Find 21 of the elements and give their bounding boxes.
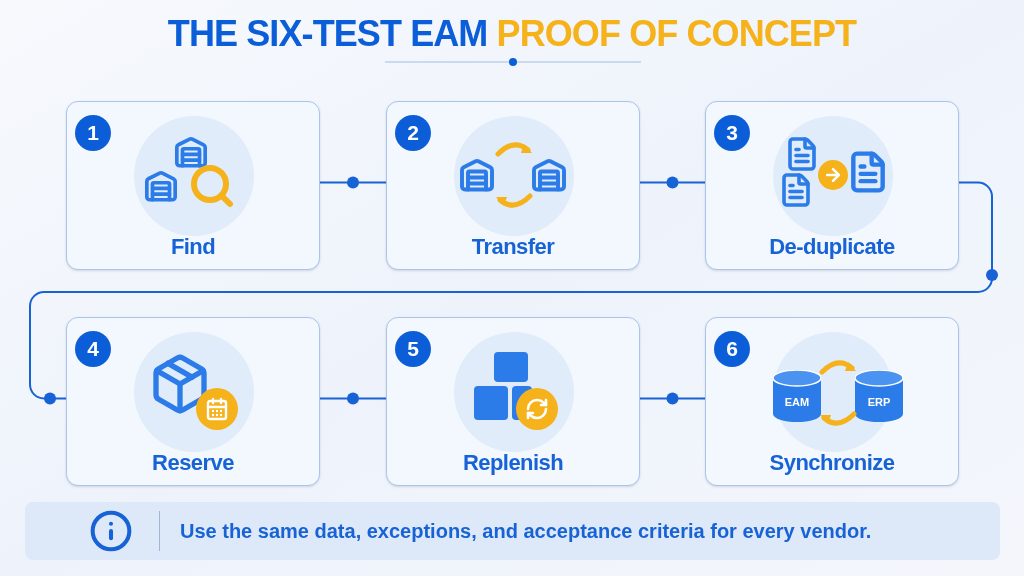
step-number: 1 [75,115,111,151]
step-card [386,101,640,270]
step-number: 4 [75,331,111,367]
step-label: Synchronize [768,449,896,477]
step-label: Find [169,233,217,261]
step-number: 2 [395,115,431,151]
step-label: Transfer [470,233,556,261]
step-number: 6 [714,331,750,367]
step-number: 3 [714,115,750,151]
step-label: Reserve [151,449,235,477]
step-card [705,317,959,486]
step-number: 5 [395,331,431,367]
step-label: De-duplicate [768,233,896,261]
note-text: Use the same data, exceptions, and acceptance criteria for every vendor. [180,519,872,544]
step-card [66,101,320,270]
step-card [705,101,959,270]
step-card [66,317,320,486]
title: THE SIX-TEST EAM PROOF OF CONCEPT [166,12,858,56]
step-label: Replenish [461,449,565,477]
note-bar [25,502,1000,560]
step-card [386,317,640,486]
